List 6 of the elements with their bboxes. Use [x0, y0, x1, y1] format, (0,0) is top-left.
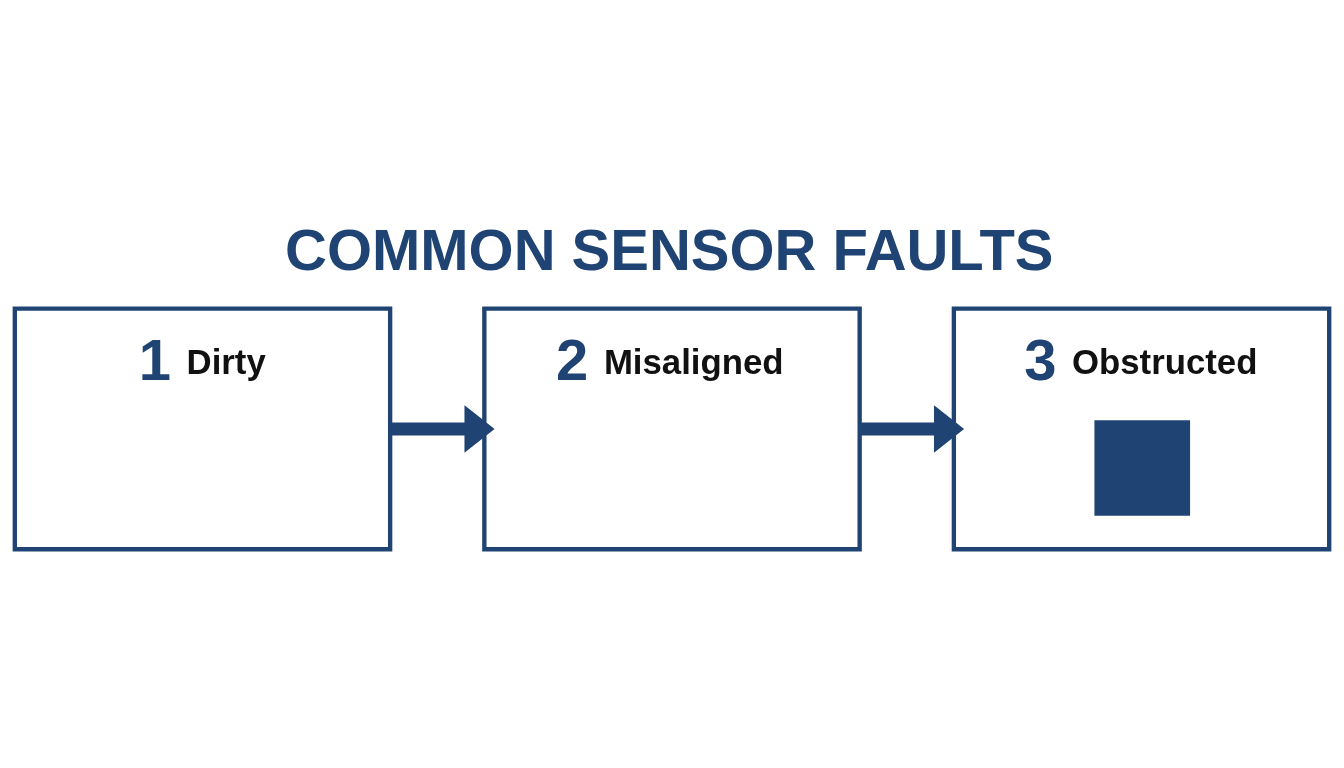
- node-box: 1 Dirty: [12, 306, 393, 552]
- node-box: 2 Misaligned: [482, 306, 862, 552]
- diagram-title: COMMON SENSOR FAULTS: [285, 217, 1054, 282]
- arrow: [390, 405, 495, 453]
- node-box: 3 Obstructed: [951, 306, 1332, 552]
- arrow: [859, 405, 965, 453]
